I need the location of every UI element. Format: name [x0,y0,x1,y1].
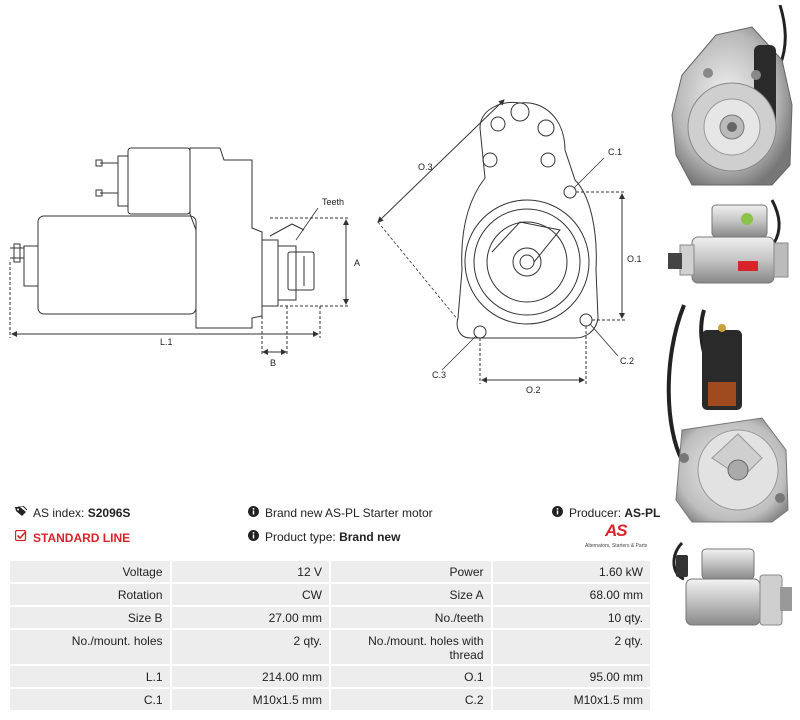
table-row: Size B 27.00 mm No./teeth 10 qty. [10,607,650,628]
table-row: No./mount. holes 2 qty. No./mount. holes… [10,630,650,664]
spec-key: No./teeth [330,607,491,628]
spec-value: 95.00 mm [492,666,650,687]
photo-rear-view[interactable] [662,300,796,525]
spec-value: 1.60 kW [492,561,650,582]
logo-mark: AS [605,521,628,540]
label-teeth: Teeth [322,197,344,207]
side-view [9,147,350,354]
spec-key: Voltage [10,561,170,582]
product-type-label: Product type: [265,530,336,544]
spec-key: Power [330,561,491,582]
spec-key: Size B [10,607,170,628]
label-c3: C.3 [432,370,446,380]
producer-value: AS-PL [624,506,661,520]
spec-key: No./mount. holes [10,630,170,664]
producer: Producer: AS-PL [552,506,660,520]
spec-value: CW [171,584,329,605]
label-o1: O.1 [627,254,642,264]
label-o3: O.3 [418,162,433,172]
standard-line: STANDARD LINE [14,529,131,545]
as-index-label: AS index: [33,506,85,520]
spec-value: M10x1.5 mm [171,689,329,710]
label-c2: C.2 [620,356,634,366]
spec-key: C.1 [10,689,170,710]
photo-side-view[interactable] [662,195,796,295]
description: Brand new AS-PL Starter motor [248,506,433,520]
table-row: Rotation CW Size A 68.00 mm [10,584,650,605]
product-type: Product type: Brand new [248,530,400,544]
spec-key: Rotation [10,584,170,605]
spec-value: M10x1.5 mm [492,689,650,710]
checkbox-icon [14,529,27,545]
spec-value: 27.00 mm [171,607,329,628]
spec-key: O.1 [330,666,491,687]
info-icon [552,506,563,520]
photo-angled-view[interactable] [662,535,796,635]
table-row: L.1 214.00 mm O.1 95.00 mm [10,666,650,687]
as-pl-logo: AS Alternators, Starters & Parts [585,521,650,551]
label-a: A [354,258,360,268]
spec-key: C.2 [330,689,491,710]
as-index-value: S2096S [87,506,131,520]
label-c1: C.1 [608,147,622,157]
description-text: Brand new AS-PL Starter motor [265,506,433,520]
spec-value: 214.00 mm [171,666,329,687]
as-index: AS index: S2096S [15,505,131,520]
info-icon [248,506,259,520]
logo-tagline: Alternators, Starters & Parts [585,543,648,549]
spec-key: L.1 [10,666,170,687]
tag-icon [15,505,28,520]
label-o2: O.2 [526,385,541,395]
spec-value: 68.00 mm [492,584,650,605]
spec-key: No./mount. holes with thread [330,630,491,664]
specs-table: Voltage 12 V Power 1.60 kW Rotation CW S… [8,559,652,712]
producer-label: Producer: [569,506,622,520]
photo-front-view[interactable] [662,5,796,190]
table-row: C.1 M10x1.5 mm C.2 M10x1.5 mm [10,689,650,710]
spec-value: 12 V [171,561,329,582]
product-type-value: Brand new [339,530,401,544]
spec-key: Size A [330,584,491,605]
technical-drawing: Teeth A B L.1 C.1 O.1 C.2 O.2 C.3 O.3 [9,99,642,395]
front-view [456,101,626,384]
spec-value: 10 qty. [492,607,650,628]
info-icon [248,530,259,544]
standard-line-label: STANDARD LINE [33,530,131,545]
table-row: Voltage 12 V Power 1.60 kW [10,561,650,582]
spec-value: 2 qty. [492,630,650,664]
spec-value: 2 qty. [171,630,329,664]
label-b: B [270,358,276,368]
label-l1: L.1 [160,337,173,347]
